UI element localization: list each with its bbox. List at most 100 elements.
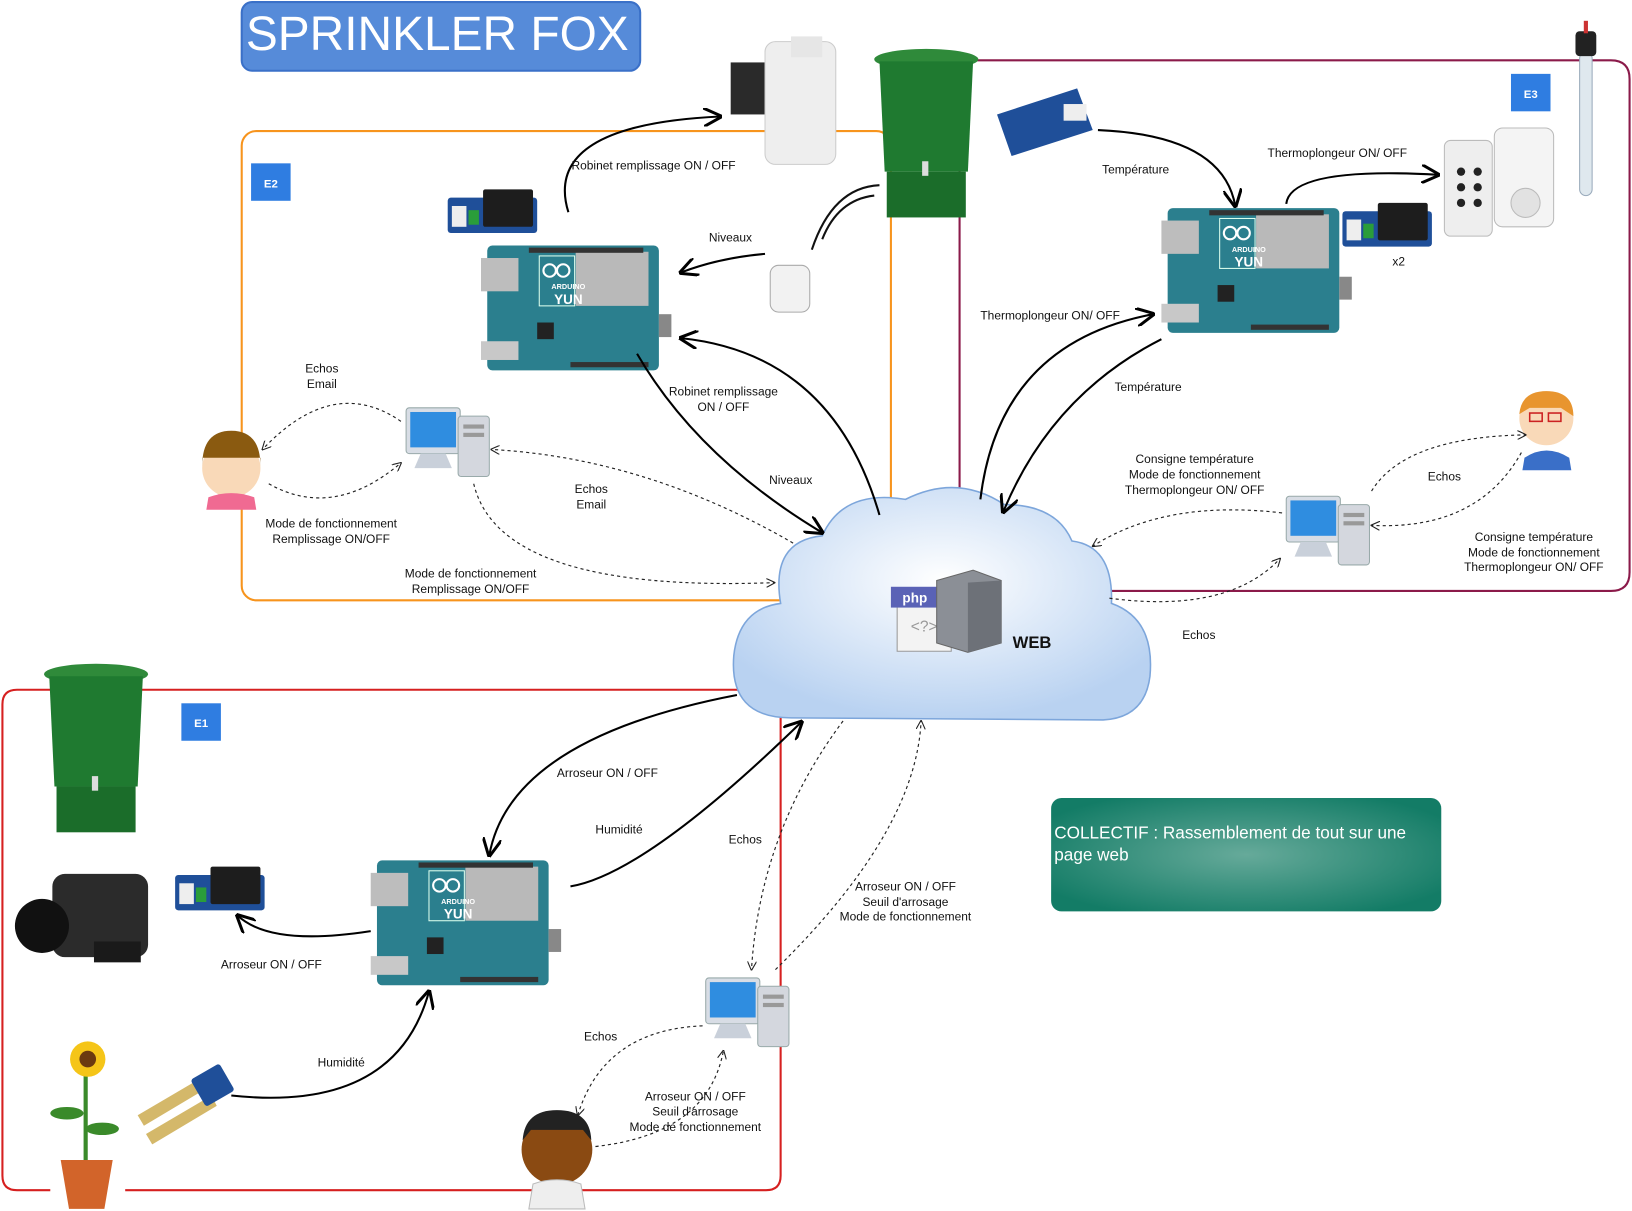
dashed-arrow-mode-girl bbox=[268, 463, 401, 499]
svg-text:YUN: YUN bbox=[1235, 254, 1264, 269]
dashed-arrow-consigne-cloud bbox=[1093, 509, 1283, 546]
label-niveaux-mid: Niveaux bbox=[769, 473, 812, 487]
water-valve-image bbox=[730, 36, 837, 165]
soil-moisture-sensor-image bbox=[137, 1064, 234, 1145]
svg-text:Thermoplongeur ON/ OFF: Thermoplongeur ON/ OFF bbox=[1125, 483, 1265, 497]
arrow-thermo-mid bbox=[979, 314, 1153, 500]
svg-text:E1: E1 bbox=[194, 718, 209, 730]
label-echos-mid-e1: Echos bbox=[729, 833, 762, 847]
label-consigne-mid: Consigne température bbox=[1136, 452, 1255, 466]
arduino-yun-e1 bbox=[369, 859, 563, 987]
svg-text:Mode de fonctionnement: Mode de fonctionnement bbox=[630, 1120, 762, 1134]
temperature-sensor-image bbox=[997, 88, 1093, 157]
svg-text:ARDUINO: ARDUINO bbox=[551, 282, 585, 291]
badge-e2: E2 bbox=[251, 163, 291, 201]
svg-text:Remplissage ON/OFF: Remplissage ON/OFF bbox=[272, 532, 390, 546]
arrow-temperature-mid bbox=[1003, 338, 1162, 512]
dashed-arrow-user-pc-e1 bbox=[595, 1051, 723, 1148]
arrow-humidite-sensor bbox=[231, 991, 429, 1099]
computer-e1 bbox=[705, 977, 790, 1048]
float-level-sensor bbox=[769, 184, 880, 313]
user-avatar-man-glasses bbox=[1519, 391, 1574, 471]
svg-text:Mode de fonctionnement: Mode de fonctionnement bbox=[840, 910, 972, 924]
svg-text:php: php bbox=[902, 590, 927, 605]
arrow-humidite-cloud bbox=[570, 722, 801, 888]
label-consigne-right: Consigne température bbox=[1475, 530, 1594, 544]
dashed-arrow-arroseur-cloud-e1 bbox=[775, 721, 921, 971]
dashed-arrow-echos-pc-e2 bbox=[491, 449, 794, 544]
svg-text:Seuil d'arrosage: Seuil d'arrosage bbox=[862, 895, 948, 909]
arduino-yun-e3 bbox=[1160, 207, 1353, 334]
user-avatar-dark bbox=[521, 1110, 593, 1210]
web-label: WEB bbox=[1013, 633, 1052, 652]
arrow-arroseur-cloud bbox=[489, 693, 738, 855]
label-echos-cloud-e3: Echos bbox=[1182, 628, 1215, 642]
arrow-arroseur-pump bbox=[238, 916, 371, 938]
arrow-robinet-cloud bbox=[681, 338, 881, 516]
label-humidite-top: Humidité bbox=[595, 822, 643, 836]
arrow-niveaux-cloud bbox=[636, 353, 822, 533]
collectif-text-line2: page web bbox=[1054, 844, 1128, 864]
dashed-arrow-consigne-man bbox=[1372, 452, 1522, 526]
dashed-arrow-mode-cloud-e2 bbox=[473, 483, 775, 584]
label-arroseur-pump: Arroseur ON / OFF bbox=[221, 958, 322, 972]
label-robinet-top: Robinet remplissage ON / OFF bbox=[572, 159, 736, 173]
label-user-commands: Arroseur ON / OFF bbox=[645, 1090, 746, 1104]
immersion-heater-image bbox=[1575, 20, 1597, 197]
zone-e1-border bbox=[1, 688, 782, 1192]
water-pump-image bbox=[14, 873, 149, 963]
collectif-text-line1: COLLECTIF : Rassemblement de tout sur un… bbox=[1054, 823, 1406, 843]
dashed-arrow-echos-man bbox=[1371, 435, 1526, 492]
label-arroseur-cloud: Arroseur ON / OFF bbox=[855, 880, 956, 894]
sunflower-plant-image bbox=[50, 1041, 119, 1209]
svg-text:ARDUINO: ARDUINO bbox=[441, 897, 475, 906]
title-text: SPRINKLER FOX bbox=[246, 8, 629, 61]
user-avatar-girl bbox=[202, 430, 261, 510]
dashed-arrow-echos-cloud-e3 bbox=[1109, 559, 1280, 603]
label-mode-bottom: Mode de fonctionnement bbox=[405, 566, 537, 580]
badge-e1: E1 bbox=[181, 703, 221, 741]
svg-text:Email: Email bbox=[307, 377, 337, 391]
relay-module-e2 bbox=[447, 189, 538, 234]
server-icon bbox=[936, 569, 1002, 653]
svg-text:ARDUINO: ARDUINO bbox=[1232, 245, 1266, 254]
label-mode-left: Mode de fonctionnement bbox=[265, 516, 397, 530]
label-x2: x2 bbox=[1392, 254, 1405, 268]
label-thermo-mid: Thermoplongeur ON/ OFF bbox=[980, 308, 1120, 322]
svg-text:YUN: YUN bbox=[444, 907, 473, 922]
computer-e3 bbox=[1285, 495, 1371, 566]
svg-text:Remplissage ON/OFF: Remplissage ON/OFF bbox=[412, 582, 530, 596]
svg-text:Thermoplongeur ON/ OFF: Thermoplongeur ON/ OFF bbox=[1464, 560, 1604, 574]
arduino-yun-e2 bbox=[479, 244, 673, 372]
svg-text:Email: Email bbox=[576, 498, 606, 512]
badge-e3: E3 bbox=[1510, 73, 1551, 112]
label-temperature-top: Température bbox=[1102, 163, 1169, 177]
dashed-arrow-echos-girl bbox=[263, 402, 402, 449]
label-echos-right: Echos bbox=[1428, 470, 1461, 484]
svg-text:YUN: YUN bbox=[554, 292, 583, 307]
title-box: SPRINKLER FOX bbox=[240, 1, 642, 72]
svg-text:E3: E3 bbox=[1524, 89, 1538, 101]
zone-e2-border bbox=[240, 130, 892, 602]
label-robinet-mid: Robinet remplissage bbox=[669, 384, 778, 398]
svg-text:ON / OFF: ON / OFF bbox=[698, 400, 750, 414]
svg-text:E2: E2 bbox=[264, 178, 278, 190]
label-thermo-top: Thermoplongeur ON/ OFF bbox=[1268, 146, 1408, 160]
svg-text:Mode de fonctionnement: Mode de fonctionnement bbox=[1129, 468, 1261, 482]
label-niveaux-top: Niveaux bbox=[709, 230, 752, 244]
water-barrel-e1 bbox=[44, 663, 149, 833]
zone-e3-border bbox=[958, 59, 1631, 592]
arrow-thermo-top bbox=[1285, 173, 1438, 205]
label-humidite-bottom: Humidité bbox=[318, 1055, 366, 1069]
computer-e2 bbox=[405, 407, 490, 478]
arrow-robinet-top bbox=[563, 117, 720, 213]
svg-text:Mode de fonctionnement: Mode de fonctionnement bbox=[1468, 546, 1600, 560]
label-echos-email-mid: Echos bbox=[575, 482, 608, 496]
dashed-arrow-echos-cloud-e1 bbox=[751, 720, 844, 970]
relay-module-e1 bbox=[175, 866, 265, 911]
label-temperature-mid: Température bbox=[1115, 380, 1182, 394]
label-arroseur-top: Arroseur ON / OFF bbox=[557, 766, 658, 780]
water-barrel-e2 bbox=[874, 48, 979, 218]
label-echos-email-left: Echos bbox=[305, 361, 338, 375]
